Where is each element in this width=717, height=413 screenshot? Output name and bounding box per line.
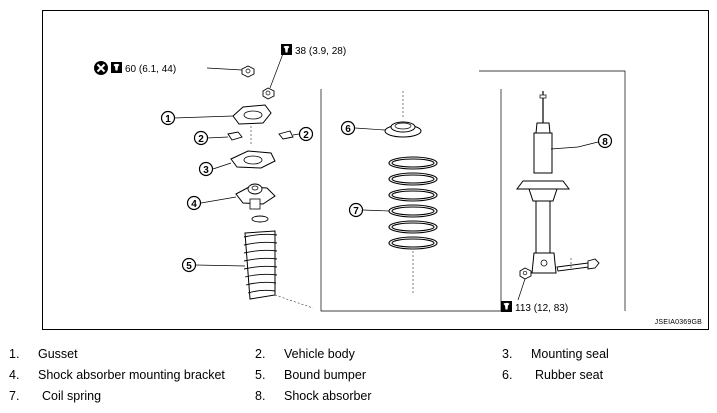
torque-value-top-right: 38 (3.9, 28) xyxy=(295,46,346,57)
callout-4-label: 4 xyxy=(191,199,197,210)
diagram-frame: 1 2 2 3 4 5 6 7 xyxy=(42,10,709,330)
callout-2-left: 2 xyxy=(193,130,209,146)
callout-8: 8 xyxy=(577,133,613,149)
callout-2-right: 2 xyxy=(298,126,314,142)
lower-bolt-part xyxy=(517,258,600,301)
legend-text: Shock absorber mounting bracket xyxy=(38,368,225,382)
vehicle-body-part xyxy=(206,126,300,146)
mounting-seal-part xyxy=(212,150,276,170)
callout-1-label: 1 xyxy=(165,114,171,125)
legend-num: 3. xyxy=(502,347,513,361)
legend-num: 1. xyxy=(9,347,20,361)
callout-1: 1 xyxy=(160,110,176,126)
legend-text: Mounting seal xyxy=(531,347,609,361)
callout-7: 7 xyxy=(348,202,364,218)
torque-value-bottom: 113 (12, 83) xyxy=(515,303,568,314)
callout-3-label: 3 xyxy=(203,165,209,176)
mounting-bracket-part xyxy=(200,183,276,210)
callout-4: 4 xyxy=(186,195,202,211)
figure-code: JSEIA0369GB xyxy=(654,319,702,326)
legend-num: 4. xyxy=(9,368,20,382)
wrench-icon xyxy=(501,301,512,312)
callout-2-left-label: 2 xyxy=(198,134,204,145)
rubber-seat-part xyxy=(354,91,422,138)
callout-7-label: 7 xyxy=(353,206,359,217)
nut-top-left xyxy=(206,65,255,78)
callout-5: 5 xyxy=(181,257,197,273)
callout-3: 3 xyxy=(198,161,214,177)
legend-num: 8. xyxy=(255,389,266,403)
torque-label-bottom: 113 (12, 83) xyxy=(501,301,568,314)
callout-5-label: 5 xyxy=(186,261,192,272)
legend-text: Rubber seat xyxy=(535,368,604,382)
bound-bumper-part xyxy=(195,215,314,309)
legend-num: 6. xyxy=(502,368,513,382)
shock-absorber-part xyxy=(516,91,579,274)
callout-8-label: 8 xyxy=(602,137,608,148)
legend-text: Gusset xyxy=(38,347,78,361)
parts-legend: 1. Gusset 2. Vehicle body 3. Mounting se… xyxy=(0,340,717,410)
torque-label-top-left: 60 (6.1, 44) xyxy=(94,61,176,75)
callout-6-label: 6 xyxy=(345,124,351,135)
coil-spring-part xyxy=(362,156,438,293)
exploded-view-diagram: 1 2 2 3 4 5 6 7 xyxy=(94,44,626,314)
dashed-guide-right xyxy=(479,70,626,311)
torque-value-top-left: 60 (6.1, 44) xyxy=(125,64,176,75)
legend-text: Shock absorber xyxy=(284,389,372,403)
legend-num: 5. xyxy=(255,368,266,382)
cross-circle-icon xyxy=(94,61,108,75)
callout-2-right-label: 2 xyxy=(303,130,309,141)
dashed-guide-left xyxy=(320,89,502,312)
legend-text: Bound bumper xyxy=(284,368,367,382)
wrench-icon xyxy=(281,44,292,55)
gusset-part xyxy=(173,104,272,125)
legend-text: Vehicle body xyxy=(284,347,355,361)
wrench-icon xyxy=(111,62,122,73)
legend-num: 2. xyxy=(255,347,266,361)
legend-text: Coil spring xyxy=(42,389,102,403)
nut-top-right xyxy=(262,50,285,100)
legend-num: 7. xyxy=(9,389,20,403)
torque-label-top-right: 38 (3.9, 28) xyxy=(281,44,346,57)
callout-6: 6 xyxy=(340,120,356,136)
